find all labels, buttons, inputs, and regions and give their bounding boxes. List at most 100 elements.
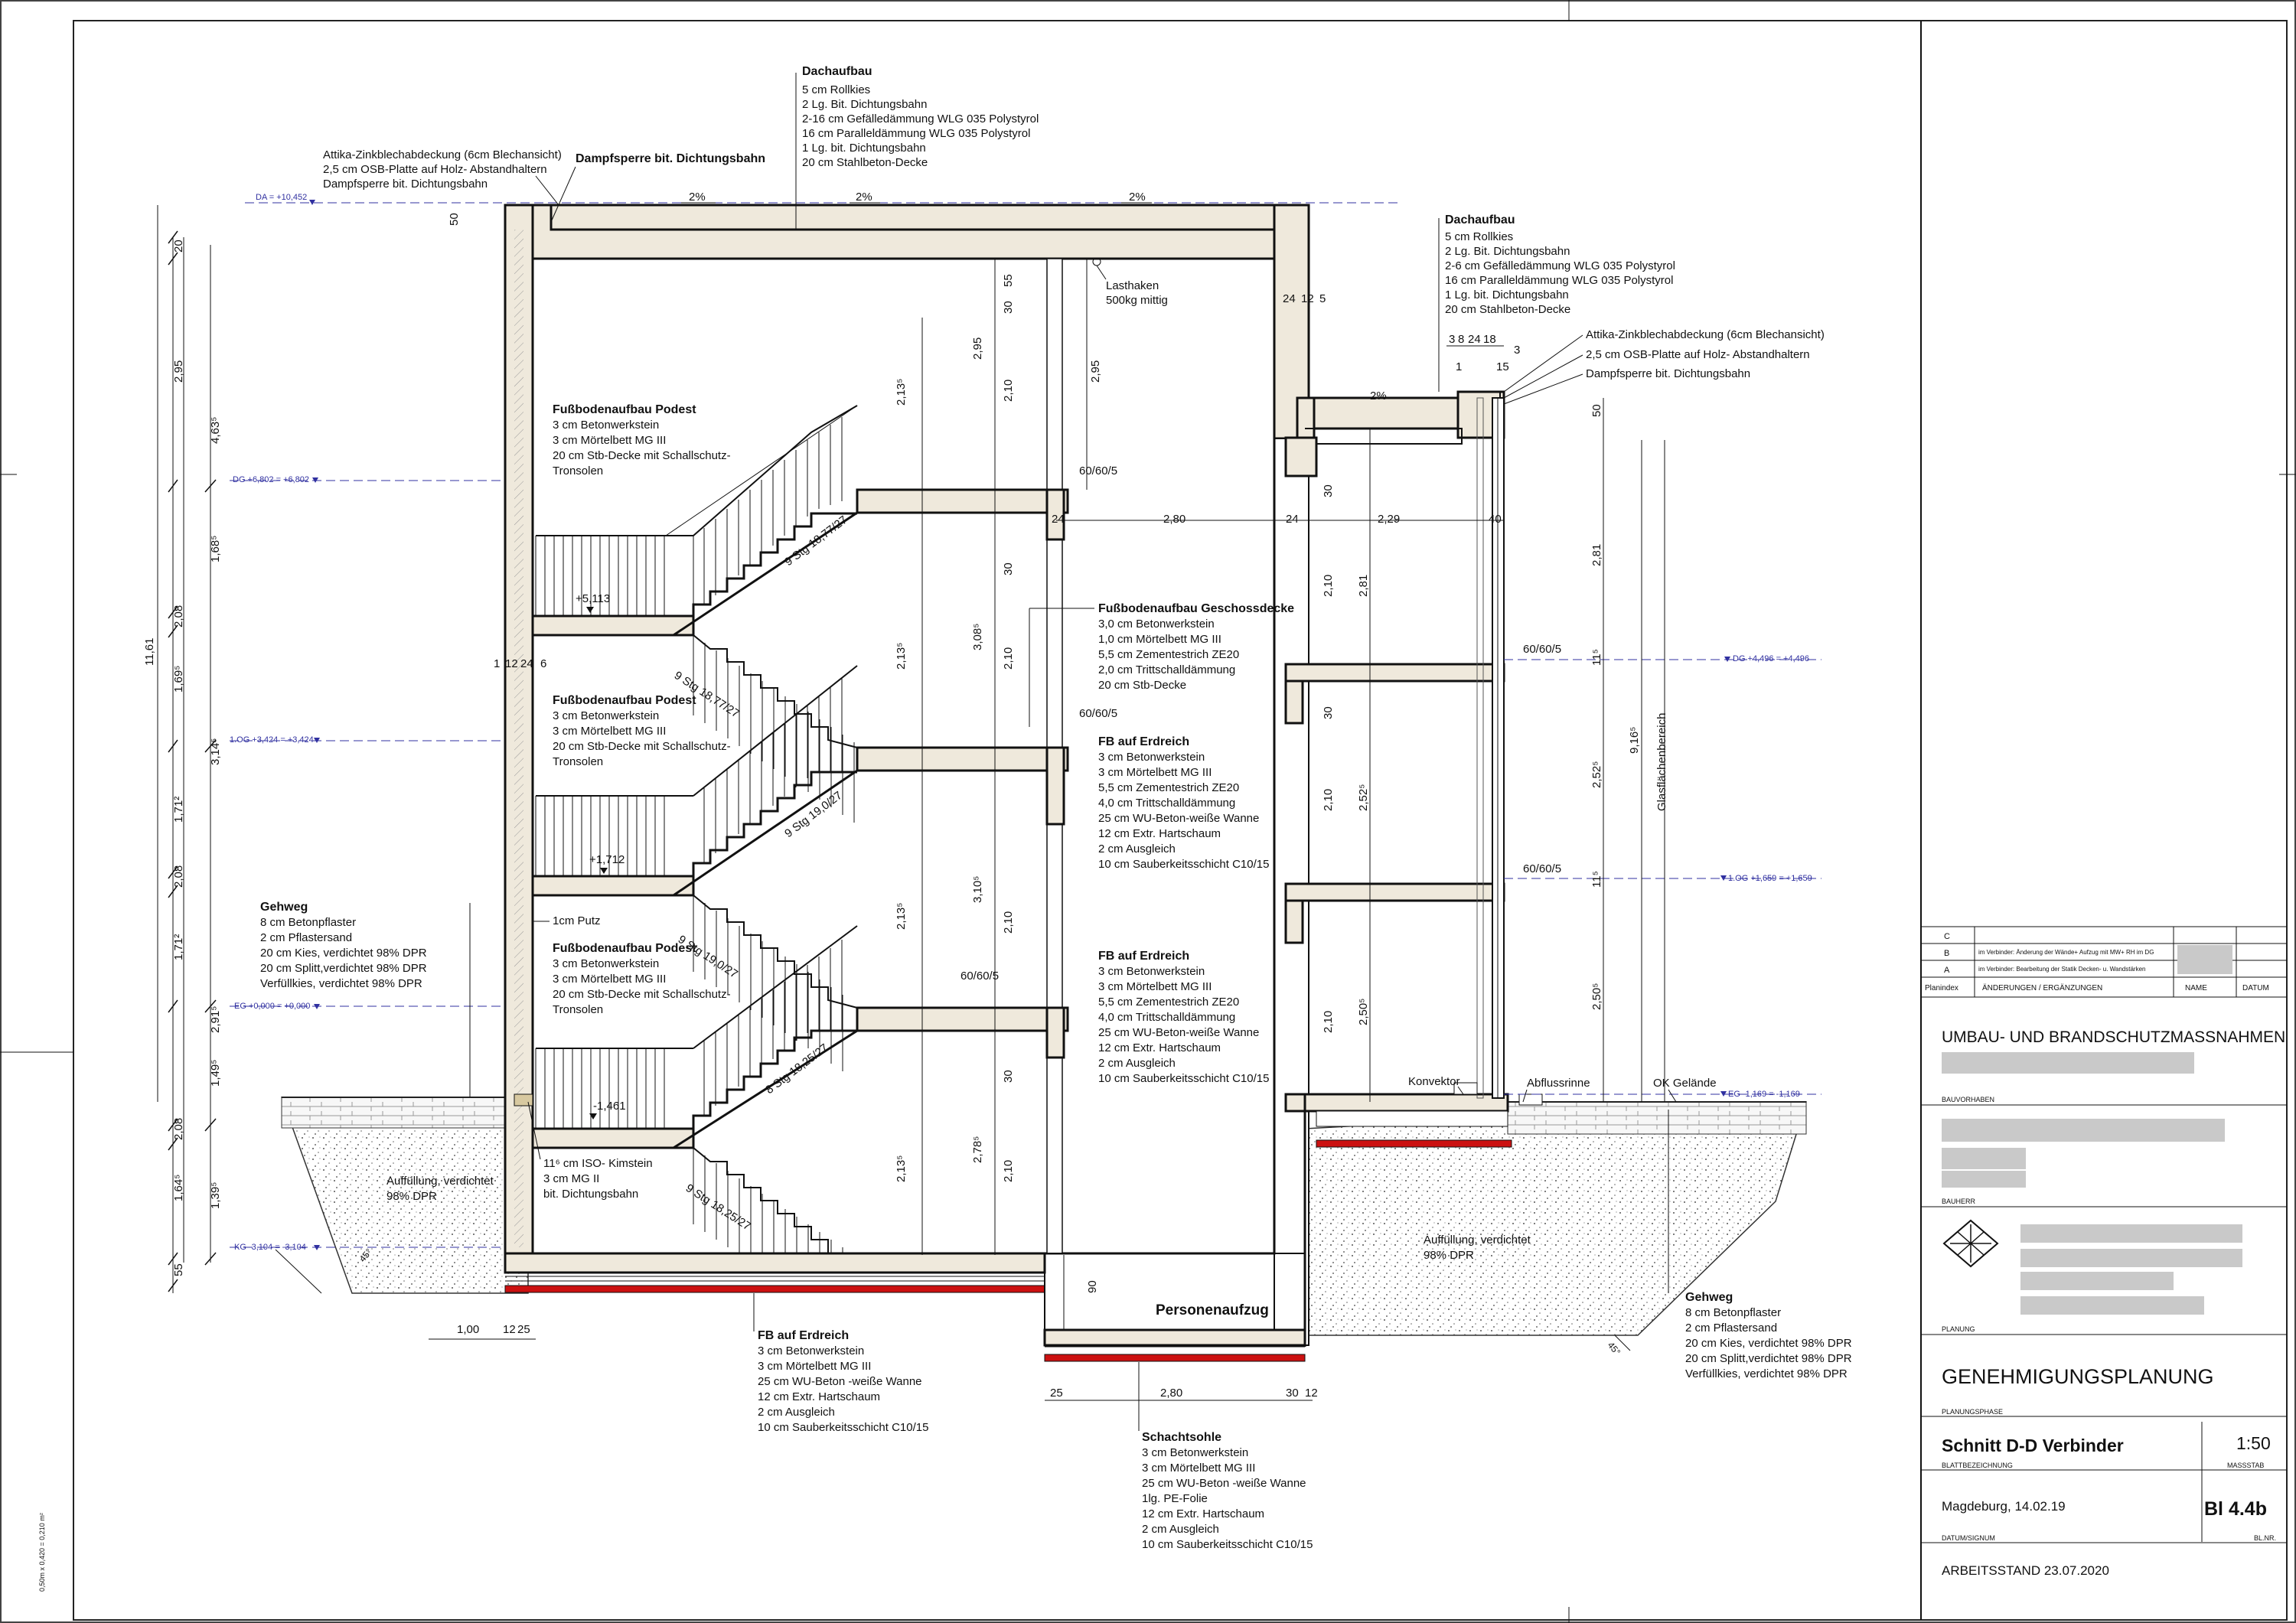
level-label: 1.OG +1,659 = +1,659 — [1728, 874, 1812, 883]
dimension-label: 3,14⁵ — [209, 738, 222, 765]
dimension-label: MASSSTAB — [2227, 1462, 2264, 1469]
dimension-label: 2,29 — [1378, 513, 1400, 526]
beam-label: 60/60/5 — [1079, 707, 1117, 720]
level-label: DA = +10,452 — [256, 193, 307, 202]
dimension-label: Planindex — [1925, 984, 1958, 992]
overall-height: 11,61 — [143, 638, 156, 666]
dimension-label: 2-6 cm Gefälledämmung WLG 035 Polystyrol — [1445, 259, 1675, 272]
dimension-label: 20 — [172, 240, 185, 253]
dimension-label: NAME — [2185, 984, 2207, 992]
dimension-label: Attika-Zinkblechabdeckung (6cm Blechansi… — [1586, 328, 1825, 341]
dimension-label: Lasthaken — [1106, 279, 1159, 292]
office-logo — [1942, 1219, 1999, 1268]
dimension-label: 3 cm Mörtelbett MG III — [758, 1360, 871, 1373]
dimension-label: 25 cm WU-Beton -weiße Wanne — [758, 1375, 922, 1388]
dimension-label: 12 cm Extr. Hartschaum — [1142, 1507, 1264, 1520]
dimension-label: Fußbodenaufbau Podest — [553, 942, 696, 955]
dimension-label: 2,10 — [1002, 1160, 1015, 1182]
beam-label: 60/60/5 — [1523, 862, 1561, 875]
dimension-label: 2,13⁵ — [895, 903, 908, 930]
dimension-label: Verfüllkies, verdichtet 98% DPR — [260, 977, 422, 990]
dimension-label: Tronsolen — [553, 464, 603, 477]
dimension-label: 3 cm Betonwerkstein — [1142, 1446, 1248, 1459]
dimension-label: 3 cm Mörtelbett MG III — [1098, 980, 1212, 993]
annotation-lasthaken: Lasthaken 500kg mittig — [1092, 257, 1168, 307]
redacted-signature — [2177, 945, 2232, 974]
dimension-label: 30 — [1322, 484, 1335, 497]
level-label: EG -1,169 = -1,169 — [1728, 1090, 1800, 1099]
scale: 1:50 — [2236, 1433, 2271, 1453]
level-label: DG +4,496 = +4,496 — [1733, 654, 1809, 663]
dimension-label: 2,5 cm OSB-Platte auf Holz- Abstandhalte… — [1586, 348, 1810, 361]
dimension-label: 2,52⁵ — [1590, 761, 1603, 788]
dimension-label: Abflussrinne — [1527, 1077, 1590, 1090]
dimension-label: 8 — [1458, 333, 1464, 346]
dimension-label: 1,71² — [172, 797, 185, 823]
dimension-label: Verfüllkies, verdichtet 98% DPR — [1685, 1367, 1848, 1380]
dimension-label: 10 cm Sauberkeitsschicht C10/15 — [1098, 858, 1269, 871]
dimension-label: 5 — [1319, 292, 1326, 305]
soil-right: 45° — [1304, 1101, 1808, 1357]
dimension-label: 1 Lg. bit. Dichtungsbahn — [802, 142, 926, 155]
dimension-label: 3 cm Betonwerkstein — [553, 709, 659, 722]
dimension-label: 5 cm Rollkies — [1445, 230, 1513, 243]
dimension-label: 2,80 — [1160, 1387, 1182, 1400]
dimension-label: 12 — [1305, 1387, 1318, 1400]
dimension-label: Attika-Zinkblechabdeckung (6cm Blechansi… — [323, 148, 562, 161]
dimension-label: 2,5 cm OSB-Platte auf Holz- Abstandhalte… — [323, 163, 547, 176]
left-dimension-chains: 20 2,95 2,08 1,69⁵ 2,08 1,71² 1,71² 2,08… — [143, 205, 546, 1340]
dimension-label: 12 — [1301, 292, 1314, 305]
dimension-label: Dampfsperre bit. Dichtungsbahn — [323, 178, 488, 191]
dimension-label: Konvektor — [1408, 1075, 1460, 1088]
dimension-label: Fußbodenaufbau Geschossdecke — [1098, 602, 1294, 615]
redacted-text — [1942, 1171, 2026, 1188]
dimension-label: 3 cm Mörtelbett MG III — [553, 725, 666, 738]
dimension-label: 1,69⁵ — [172, 666, 185, 693]
dimension-label: DATUM/SIGNUM — [1942, 1534, 1995, 1542]
dimension-label: 2% — [1129, 191, 1146, 204]
soil-left: 45° — [275, 1097, 529, 1294]
dimension-label: 11⁵ — [1590, 871, 1603, 888]
dimension-label: 98% DPR — [386, 1190, 437, 1203]
dimension-label: BAUHERR — [1942, 1198, 1976, 1205]
level-label: 1.OG +3,424 = +3,424 — [230, 735, 314, 745]
dimension-label: 6 — [540, 657, 546, 670]
project-title: UMBAU- UND BRANDSCHUTZMASSNAHMEN — [1942, 1028, 2285, 1046]
dimension-label: 1,39⁵ — [209, 1182, 222, 1209]
dimension-label: 2 cm Ausgleich — [758, 1406, 835, 1419]
dimension-label: 2% — [856, 191, 872, 204]
dimension-label: Gehweg — [260, 901, 308, 914]
dimension-label: 2,95 — [172, 360, 185, 383]
dimension-label: 4,0 cm Trittschalldämmung — [1098, 1011, 1235, 1024]
annotation-podest-2: Fußbodenaufbau Podest 3 cm Betonwerkstei… — [553, 694, 731, 768]
dimension-label: 20 cm Stb-Decke mit Schallschutz- — [553, 449, 731, 462]
dimension-label: 8 cm Betonpflaster — [1685, 1306, 1781, 1319]
redacted-text — [2020, 1224, 2242, 1243]
dimension-label: 30 — [1322, 706, 1335, 719]
dimension-label: 20 cm Kies, verdichtet 98% DPR — [1685, 1337, 1852, 1350]
dimension-label: Auffüllung, verdichtet — [1424, 1234, 1531, 1247]
dimension-label: 2,10 — [1322, 789, 1335, 811]
place-date: Magdeburg, 14.02.19 — [1942, 1499, 2066, 1514]
annotation-dachaufbau-right: Dachaufbau 5 cm Rollkies 2 Lg. Bit. Dich… — [1438, 213, 1825, 405]
dimension-label: BAUVORHABEN — [1942, 1096, 1994, 1103]
dimension-label: 2,91⁵ — [209, 1006, 222, 1033]
roof-slope-marks: 2% 2% 2% 2% — [681, 191, 1387, 402]
dimension-label: 40 — [1489, 513, 1502, 526]
annotation-podest-3: Fußbodenaufbau Podest 3 cm Betonwerkstei… — [553, 942, 731, 1016]
dimension-label: 12 cm Extr. Hartschaum — [758, 1390, 880, 1403]
dimension-label: 2,81 — [1590, 544, 1603, 566]
beam-label: 60/60/5 — [1079, 464, 1117, 477]
dimension-label: 3,08⁵ — [971, 624, 984, 650]
redacted-text — [1942, 1052, 2194, 1074]
dimension-label: PLANUNG — [1942, 1325, 1975, 1333]
dimension-label: Dampfsperre bit. Dichtungsbahn — [576, 152, 765, 165]
connector-structure — [1284, 390, 1543, 1347]
dimension-label: 16 cm Paralleldämmung WLG 035 Polystyrol — [1445, 274, 1673, 287]
annotation-misc: 11⁶ cm ISO- Kimstein 3 cm MG II bit. Dic… — [386, 914, 1717, 1318]
dimension-label: 3,0 cm Betonwerkstein — [1098, 618, 1215, 631]
annotation-attika-left: Attika-Zinkblechabdeckung (6cm Blechansi… — [323, 148, 765, 223]
dimension-label: 11⁵ — [1590, 649, 1603, 666]
dimension-label: 5 cm Rollkies — [802, 83, 870, 96]
